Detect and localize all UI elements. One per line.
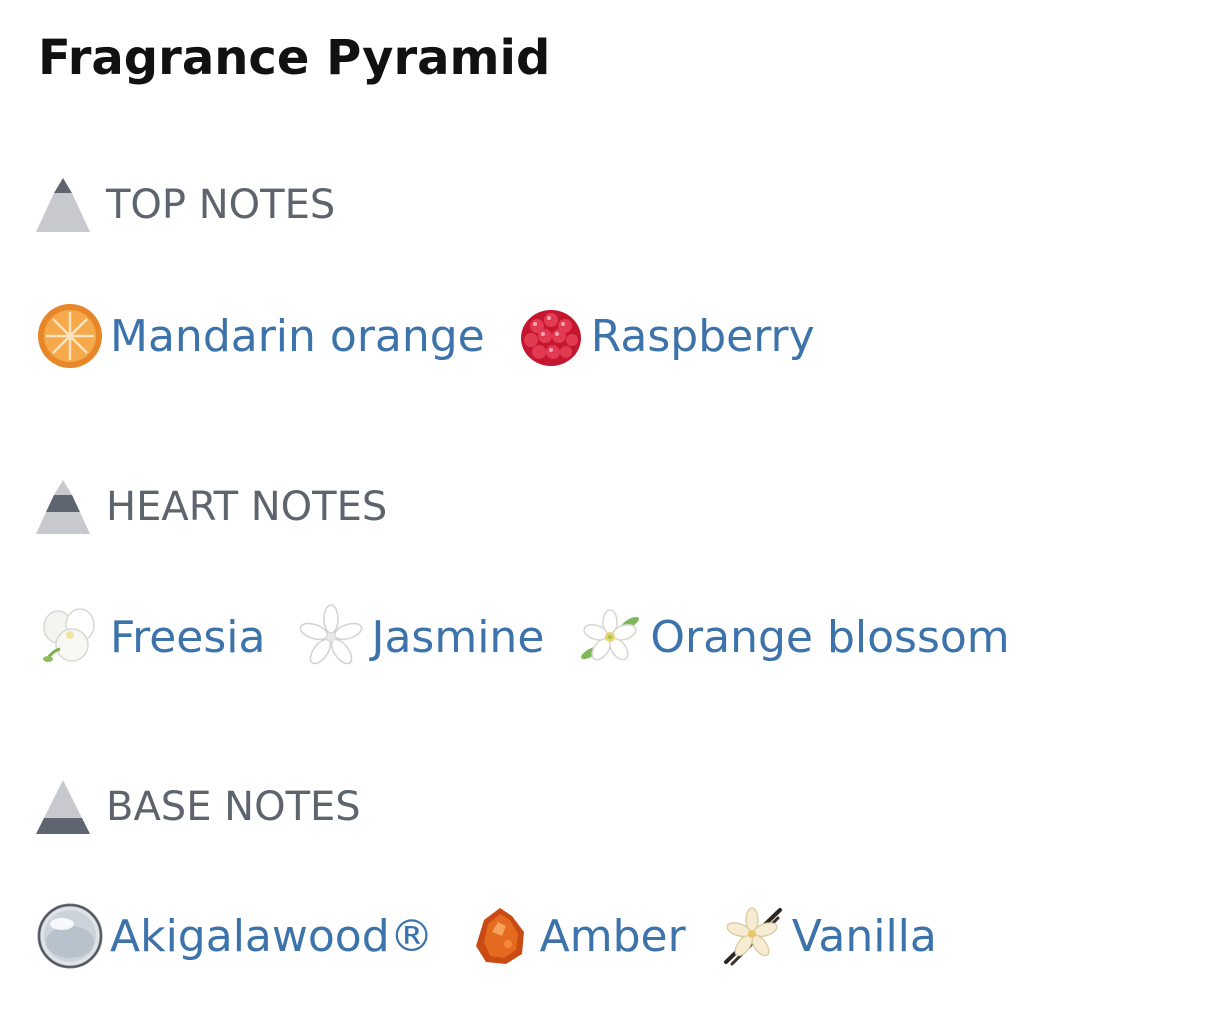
note-freesia[interactable]: Freesia xyxy=(36,603,265,671)
section-label: HEART NOTES xyxy=(106,484,388,530)
section-header-base-notes: BASE NOTES xyxy=(36,780,361,834)
pyramid-base-icon xyxy=(36,780,90,834)
section-header-top-notes: TOP NOTES xyxy=(36,178,335,232)
note-label: Jasmine xyxy=(371,611,545,663)
note-label: Vanilla xyxy=(791,910,937,962)
note-jasmine[interactable]: Jasmine xyxy=(297,603,544,671)
vanilla-icon xyxy=(718,902,786,970)
note-vanilla[interactable]: Vanilla xyxy=(718,902,937,970)
amber-icon xyxy=(466,902,534,970)
note-akigalawood[interactable]: Akigalawood® xyxy=(36,902,434,970)
note-raspberry[interactable]: Raspberry xyxy=(517,302,815,370)
notes-row-top: Mandarin orange Raspberry xyxy=(36,302,847,370)
note-label: Amber xyxy=(539,910,686,962)
section-label: TOP NOTES xyxy=(106,182,336,228)
note-label: Mandarin orange xyxy=(110,310,485,362)
note-orange-blossom[interactable]: Orange blossom xyxy=(576,603,1010,671)
pyramid-top-icon xyxy=(36,178,90,232)
notes-row-heart: Freesia Jasmine xyxy=(36,603,1042,671)
note-label: Orange blossom xyxy=(650,611,1010,663)
note-mandarin-orange[interactable]: Mandarin orange xyxy=(36,302,485,370)
orange-blossom-icon xyxy=(576,603,644,671)
note-label: Akigalawood® xyxy=(110,910,434,962)
page-title: Fragrance Pyramid xyxy=(38,30,551,86)
freesia-icon xyxy=(36,603,104,671)
akigalawood-icon xyxy=(36,902,104,970)
note-label: Freesia xyxy=(110,611,266,663)
jasmine-icon xyxy=(297,603,365,671)
note-label: Raspberry xyxy=(590,310,815,362)
pyramid-heart-icon xyxy=(36,480,90,534)
mandarin-orange-icon xyxy=(36,302,104,370)
section-label: BASE NOTES xyxy=(106,784,361,830)
section-header-heart-notes: HEART NOTES xyxy=(36,480,387,534)
notes-row-base: Akigalawood® Amber xyxy=(36,902,969,970)
raspberry-icon xyxy=(517,302,585,370)
note-amber[interactable]: Amber xyxy=(466,902,686,970)
